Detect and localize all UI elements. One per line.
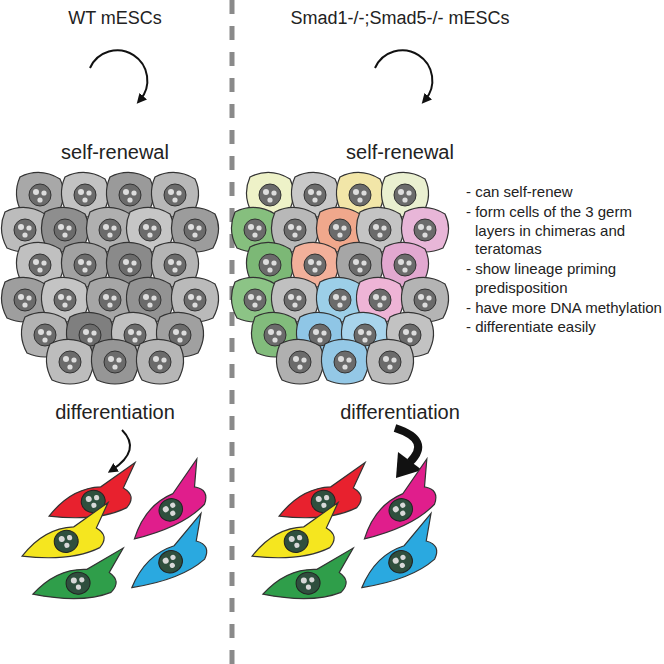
panel-title: Smad1-/-;Smad5-/- mESCs [240, 8, 560, 30]
bullet-note: - form cells of the 3 germ layers in chi… [466, 203, 664, 259]
cycle-arrow [90, 50, 147, 100]
bullet-note: - can self-renew [466, 183, 664, 202]
divider [230, 0, 235, 664]
cell-cluster [231, 172, 448, 384]
stage-label: self-renewal [295, 140, 505, 164]
bullet-note: - differentiate easily [466, 318, 664, 337]
stage-label: differentiation [10, 400, 220, 424]
stage-label: self-renewal [10, 140, 220, 164]
cell-cluster [1, 172, 218, 384]
stage-label: differentiation [295, 400, 505, 424]
differentiated-cells [246, 459, 451, 603]
bullet-note: - show lineage priming predisposition [466, 260, 664, 298]
cycle-arrow [375, 50, 432, 100]
differentiated-cells [16, 459, 221, 603]
differentiation-arrow [112, 430, 130, 470]
panel-title: WT mESCs [3, 8, 227, 30]
bullet-note: - have more DNA methylation [466, 299, 664, 318]
